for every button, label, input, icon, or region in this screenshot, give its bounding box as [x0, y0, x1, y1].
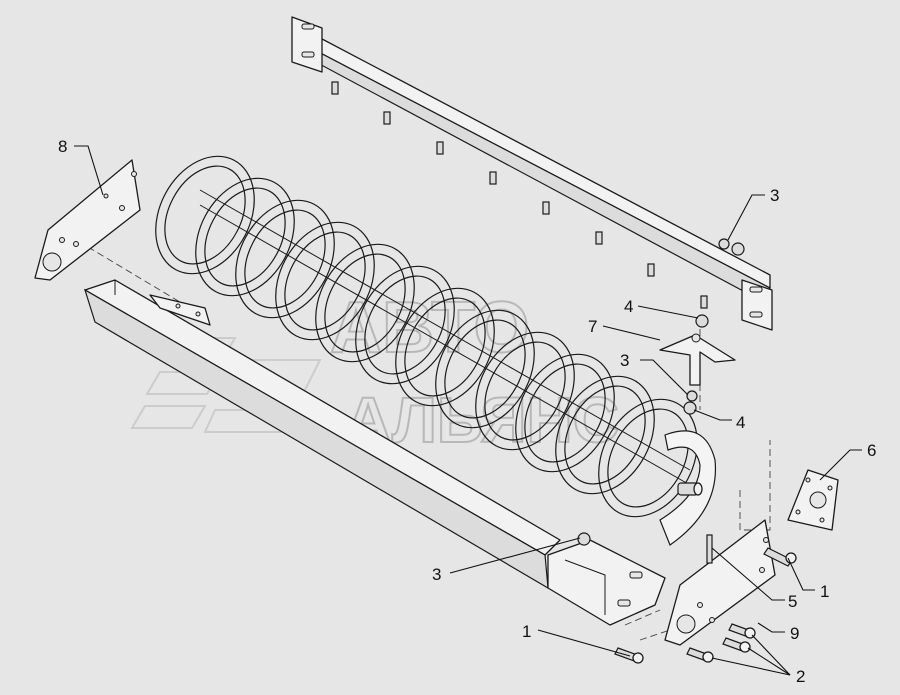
right-end-plate — [664, 519, 776, 646]
lower-square-beam — [83, 279, 666, 626]
callout-5: 5 — [788, 592, 797, 611]
callout-8: 8 — [58, 137, 67, 156]
top-frame-bar — [291, 16, 773, 331]
left-mount-plate — [34, 159, 141, 281]
callout-7: 7 — [588, 317, 597, 336]
callout-2: 2 — [796, 667, 805, 686]
bar-bolts — [331, 81, 708, 309]
fastener-bolts — [577, 532, 797, 664]
callout-6: 6 — [867, 441, 876, 460]
callout-leaders — [74, 145, 862, 676]
tri-arm-bracket — [659, 238, 745, 415]
callout-9: 9 — [790, 624, 799, 643]
callout-1-right: 1 — [820, 582, 829, 601]
callout-4-upper: 4 — [624, 297, 633, 316]
callout-3-top: 3 — [770, 186, 779, 205]
callout-labels: 8 3 4 7 3 4 6 3 5 1 9 1 2 — [58, 137, 876, 686]
callout-3-bottom: 3 — [432, 565, 441, 584]
watermark-line1: АВТО — [330, 288, 529, 368]
right-flange-plate — [787, 469, 839, 531]
callout-1-left: 1 — [522, 622, 531, 641]
callout-3-middle: 3 — [620, 351, 629, 370]
callout-4-lower: 4 — [736, 413, 745, 432]
coil-rings — [155, 155, 698, 518]
spiral-coil-rotor — [155, 155, 717, 546]
